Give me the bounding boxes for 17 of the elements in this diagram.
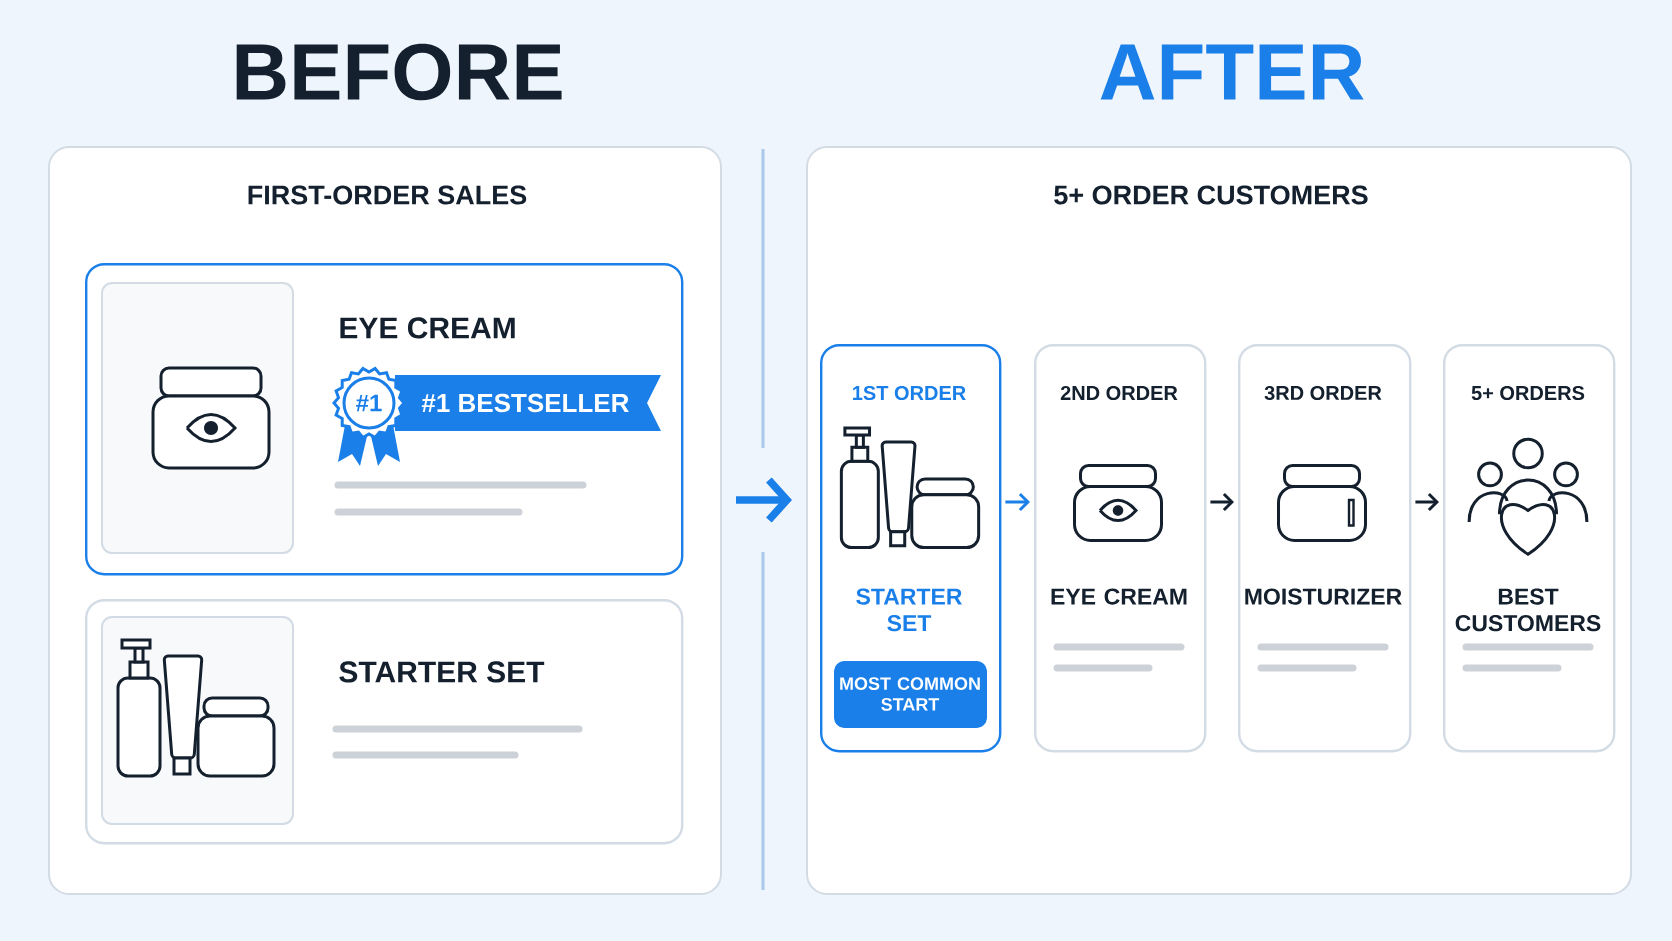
node-label: 1ST ORDER <box>853 385 966 401</box>
node-label: STARTER SET <box>856 588 962 632</box>
node-label: MOISTURIZER <box>1245 588 1402 605</box>
arrow <box>1210 492 1234 512</box>
arrow <box>1415 492 1439 512</box>
tag-button: MOST COMMON START <box>834 661 987 728</box>
ribbon-banner: #1 BESTSELLER <box>395 375 661 431</box>
step-card: 5+ ORDERS BEST CUSTOMERS <box>1443 344 1616 753</box>
node-label: EYE CREAM <box>1051 588 1187 605</box>
section-heading: BEFORE <box>236 43 562 101</box>
node-label: 5+ ORDERS <box>1471 385 1585 401</box>
node-label: BEST CUSTOMERS <box>1455 588 1601 632</box>
arrow <box>1005 492 1030 512</box>
rosette-badge: #1 <box>332 366 406 466</box>
node-label: 3RD ORDER <box>1264 385 1382 401</box>
node-label: 2ND ORDER <box>1060 385 1178 401</box>
section-heading: AFTER <box>1100 44 1364 100</box>
